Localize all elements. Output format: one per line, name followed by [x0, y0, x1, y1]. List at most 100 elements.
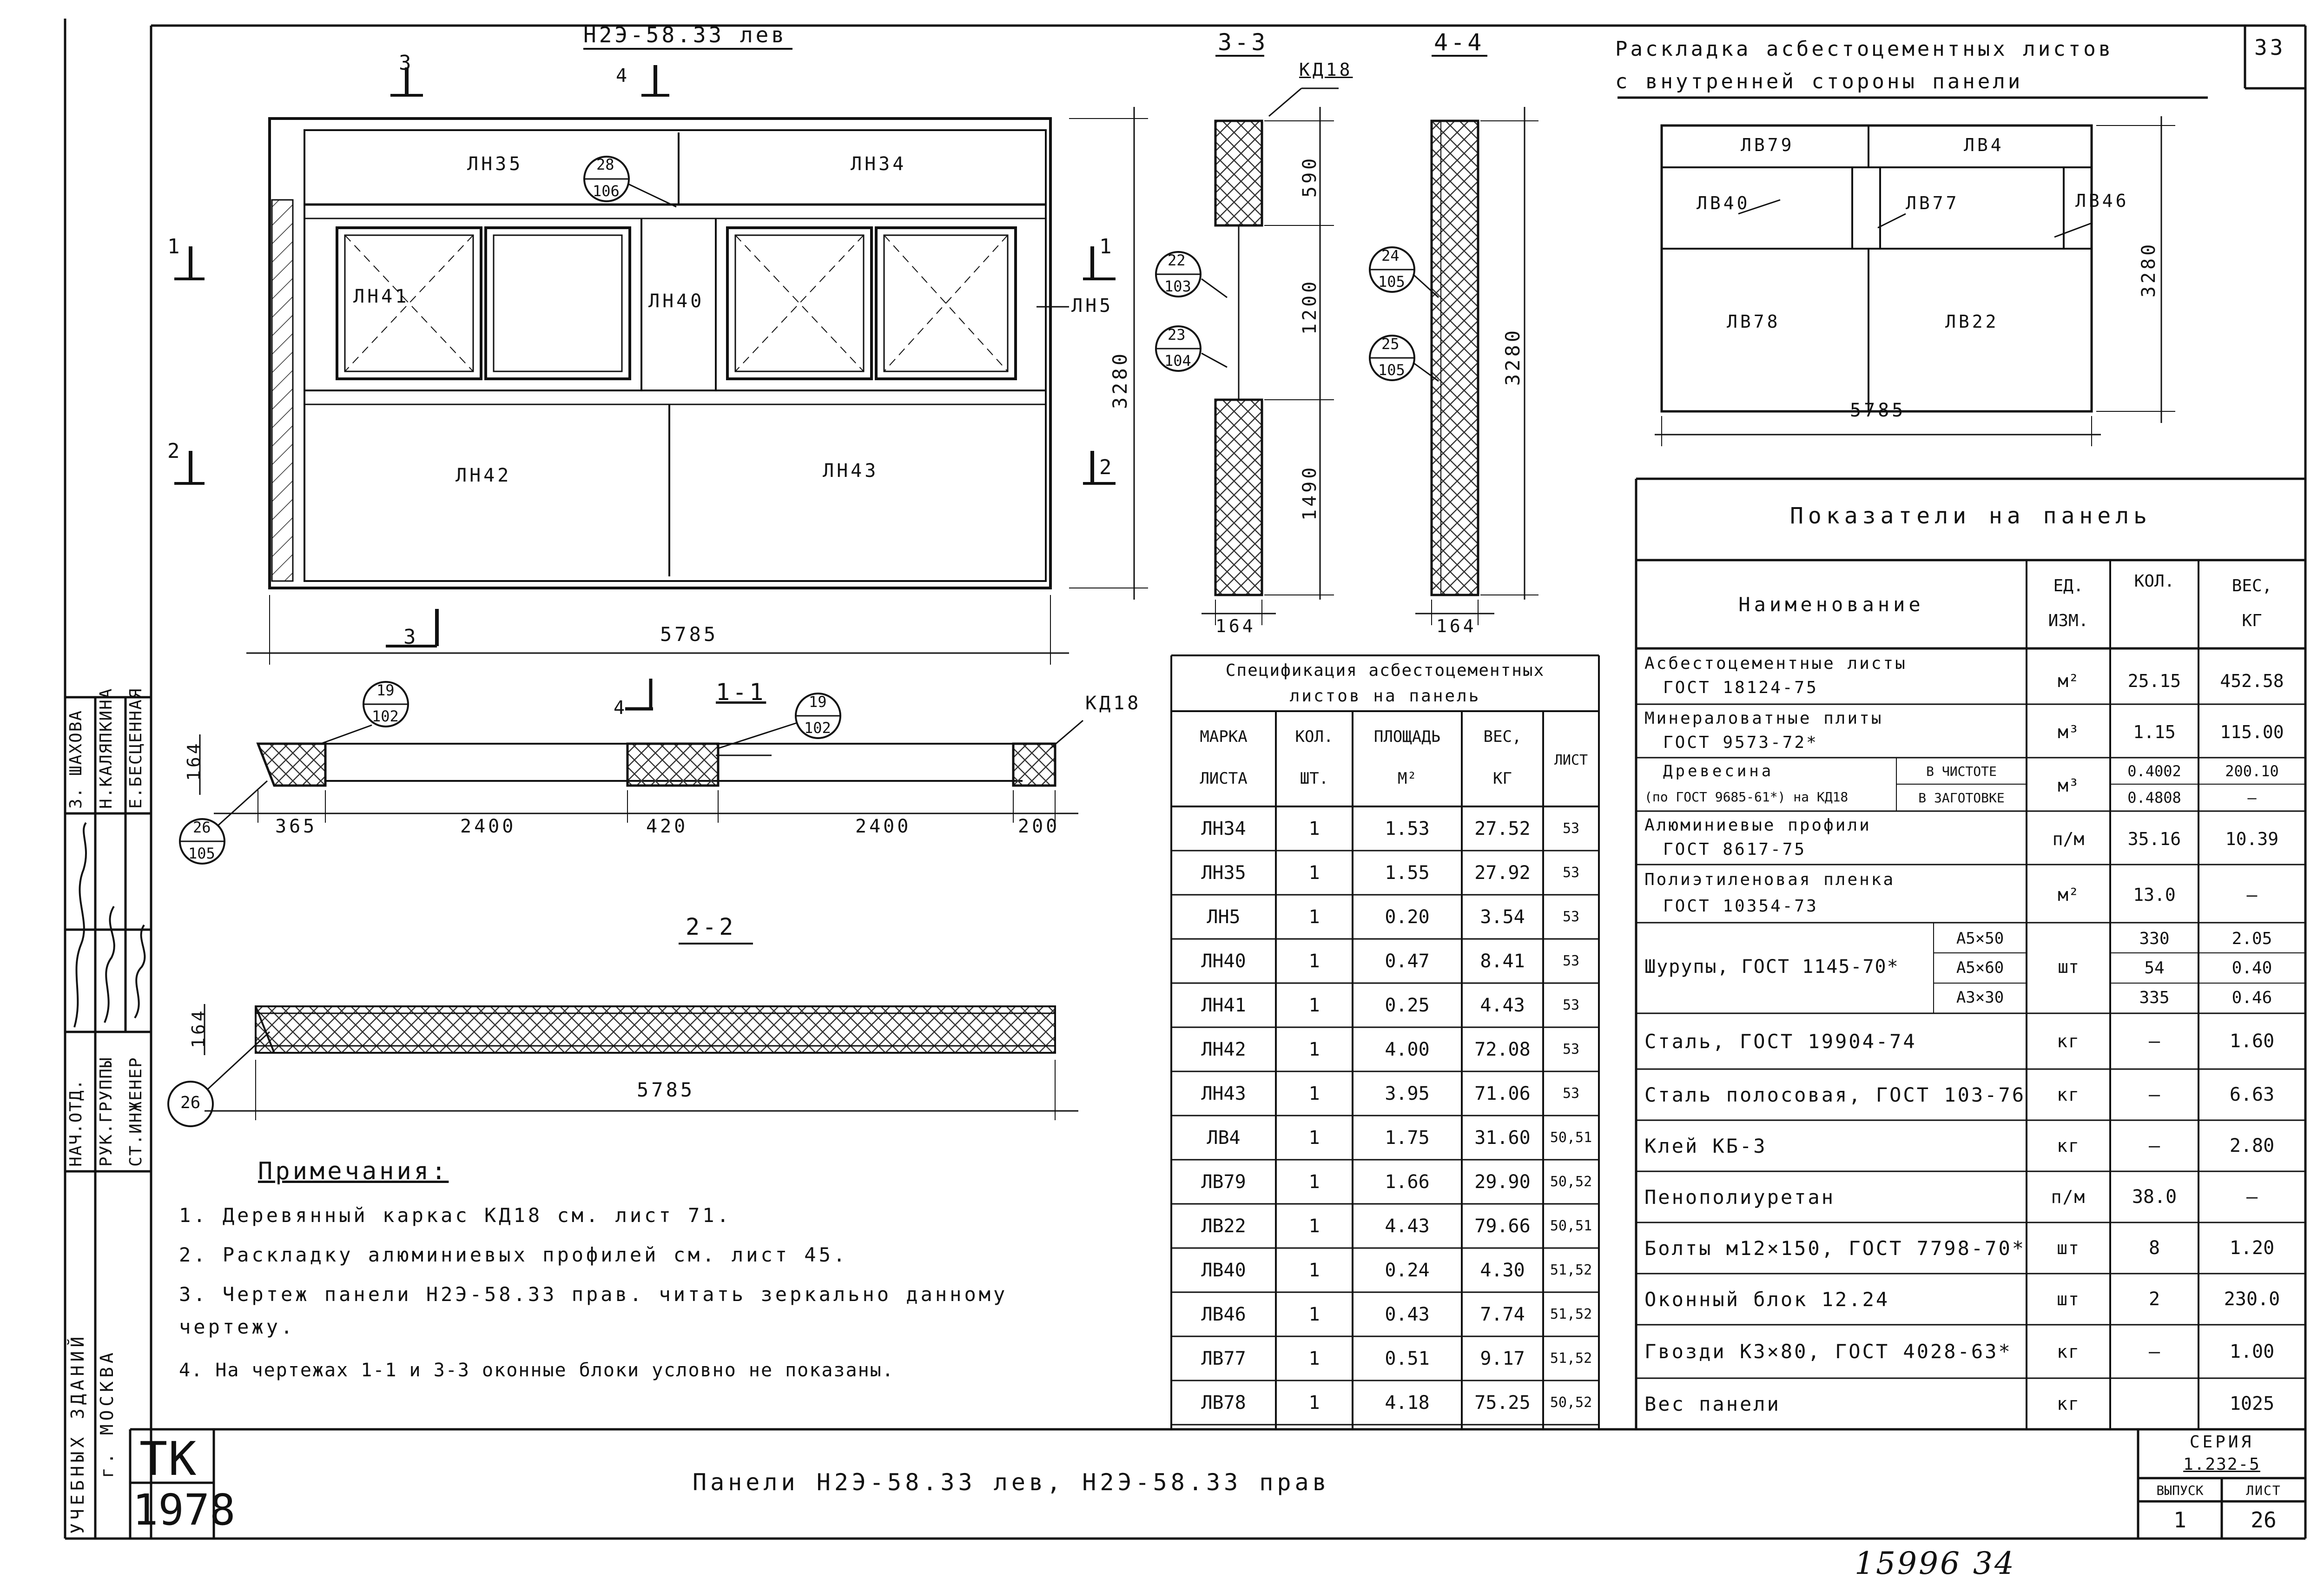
- dim-value: 420: [646, 816, 688, 837]
- spec-cell: 1: [1308, 950, 1320, 972]
- indicator-qty: —: [2148, 1135, 2160, 1156]
- dim-value: 2400: [855, 816, 911, 837]
- indicator-qty: 0.4808: [2127, 789, 2181, 806]
- dim-value: 1200: [1299, 278, 1320, 335]
- elevation-drawing: [174, 48, 1148, 665]
- indicator-qty: 330: [2139, 929, 2170, 948]
- notes-title: Примечания:: [258, 1157, 449, 1185]
- spec-cell: 0.20: [1385, 906, 1430, 928]
- cut-mark-1-right: 1: [1099, 235, 1115, 258]
- bubble-top: 23: [1168, 326, 1186, 344]
- spec-title-line2: листов на панель: [1289, 687, 1481, 706]
- spec-cell: ЛВ46: [1201, 1303, 1246, 1325]
- indicator-qty: 1.15: [2133, 722, 2176, 742]
- note-item: чертежу.: [179, 1315, 296, 1338]
- indicator-name: Минераловатные плиты: [1644, 709, 1883, 728]
- indicators-header-name: Наименование: [1738, 593, 1924, 616]
- spec-cell: 1: [1308, 994, 1320, 1016]
- indicator-sub: А3×30: [1956, 988, 2004, 1007]
- indicator-qty: 54: [2144, 958, 2165, 978]
- panel-label: ЛВ4: [1964, 135, 2004, 155]
- elevation-title: Н2Э-58.33 лев: [583, 22, 787, 47]
- frame-label: КД18: [1299, 59, 1353, 80]
- thickness-dim: 164: [188, 1008, 209, 1048]
- sheet-label: ЛИСТ: [2246, 1482, 2281, 1498]
- indicator-weight: 6.63: [2229, 1084, 2275, 1105]
- panel-label: ЛН34: [851, 153, 907, 175]
- indicator-name: Вес панели: [1644, 1392, 1781, 1415]
- bubble-bottom: 103: [1164, 277, 1191, 295]
- bubble-bottom: 105: [188, 845, 215, 862]
- spec-cell: 31.60: [1474, 1127, 1531, 1149]
- spec-cell: 1.55: [1385, 862, 1430, 884]
- spec-cell: 9.17: [1480, 1348, 1525, 1369]
- section-2-2-width: 5785: [637, 1078, 695, 1101]
- indicator-unit: шт: [2058, 957, 2079, 977]
- bubble-top: 28: [596, 156, 614, 173]
- handwritten-signatures: [73, 822, 146, 1028]
- signature-role: РУК.ГРУППЫ: [97, 1057, 116, 1167]
- section-2-2-title: 2-2: [686, 913, 736, 940]
- signature-role: СТ.ИНЖЕНЕР: [126, 1057, 145, 1167]
- panel-label: ЛН43: [823, 460, 879, 482]
- spec-header: ШТ.: [1300, 769, 1329, 788]
- indicator-name: Древесина: [1663, 762, 1774, 780]
- bubble-top: 26: [193, 819, 211, 836]
- spec-header: МАРКА: [1200, 727, 1248, 746]
- indicator-qty: —: [2148, 1031, 2160, 1052]
- spec-cell: ЛВ77: [1201, 1348, 1246, 1369]
- sheet-title: Панели Н2Э-58.33 лев, Н2Э-58.33 прав: [693, 1469, 1330, 1496]
- bubble-bottom: 105: [1378, 361, 1405, 379]
- cut-mark-2-left: 2: [167, 439, 183, 463]
- indicator-unit: шт: [2057, 1238, 2080, 1258]
- thickness-dim: 164: [184, 740, 204, 781]
- indicator-name: Болты м12×150, ГОСТ 7798-70*: [1644, 1236, 2026, 1260]
- spec-cell: 7.74: [1480, 1303, 1525, 1325]
- indicator-name: Клей КБ-3: [1644, 1134, 1767, 1157]
- indicators-header-unit: ЕД.: [2053, 576, 2084, 595]
- series-value: 1.232-5: [2183, 1454, 2260, 1474]
- spec-cell: ЛВ22: [1201, 1215, 1246, 1237]
- bubble-bottom: 106: [593, 182, 620, 200]
- bubble-top: 22: [1168, 251, 1186, 269]
- spec-cell: 1: [1308, 1215, 1320, 1237]
- spec-header: ЛИСТА: [1200, 769, 1248, 788]
- panel-label: ЛВ77: [1906, 193, 1960, 213]
- spec-cell: 53: [1562, 909, 1580, 925]
- spec-cell: 0.25: [1385, 994, 1430, 1016]
- spec-cell: ЛВ40: [1201, 1259, 1246, 1281]
- signature-name: Н.КАЛЯПКИНА: [97, 687, 116, 809]
- spec-header: ПЛОЩАДЬ: [1373, 727, 1441, 746]
- spec-cell: 1.66: [1385, 1171, 1430, 1193]
- spec-cell: 1: [1308, 862, 1320, 884]
- indicator-qty: 335: [2139, 988, 2170, 1007]
- spec-header: КОЛ.: [1295, 727, 1334, 746]
- indicator-sub: В ЗАГОТОВКЕ: [1918, 790, 2005, 806]
- spec-cell: 50,52: [1550, 1394, 1592, 1411]
- bubble-top: 19: [376, 681, 395, 699]
- spec-cell: 0.43: [1385, 1303, 1430, 1325]
- spec-cell: 0.51: [1385, 1348, 1430, 1369]
- indicator-name: Сталь, ГОСТ 19904-74: [1644, 1030, 1917, 1053]
- layout-inner-drawing: [1618, 96, 2208, 446]
- indicators-table-grid: [1635, 477, 2305, 1429]
- indicator-weight: 230.0: [2224, 1288, 2280, 1310]
- indicator-weight: 200.10: [2225, 762, 2279, 780]
- series-label: СЕРИЯ: [2189, 1432, 2254, 1452]
- indicator-weight: 1.00: [2229, 1341, 2275, 1362]
- spec-cell: ЛН40: [1201, 950, 1246, 972]
- indicator-sub: В ЧИСТОТЕ: [1926, 763, 1997, 779]
- section-4-4-title: 4-4: [1434, 29, 1485, 56]
- spec-cell: 53: [1562, 1085, 1580, 1102]
- indicators-header-qty: КОЛ.: [2134, 571, 2175, 591]
- stamp-year: 1978: [132, 1485, 236, 1535]
- spec-cell: 75.25: [1474, 1392, 1531, 1414]
- indicator-name: Полиэтиленовая пленка: [1644, 870, 1895, 889]
- signature-role: НАЧ.ОТД.: [66, 1078, 86, 1167]
- spec-cell: 1: [1308, 1083, 1320, 1104]
- spec-cell: 1: [1308, 818, 1320, 839]
- section-2-2: [167, 943, 1078, 1127]
- indicator-weight: 0.46: [2232, 988, 2272, 1007]
- cut-mark-2-right: 2: [1099, 456, 1115, 479]
- spec-cell: 53: [1562, 865, 1580, 881]
